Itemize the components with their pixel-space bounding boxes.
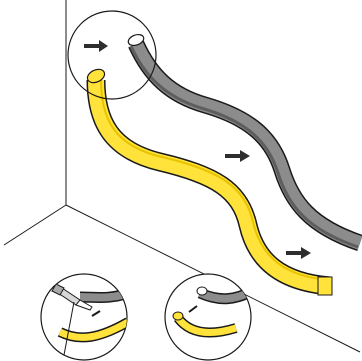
right-arrow-icon [84, 40, 108, 52]
gray-strip-piece-end [197, 287, 207, 295]
yellow-strip-tail [318, 277, 332, 295]
floor-edge-left [4, 205, 66, 245]
right-arrow-icon [286, 247, 311, 259]
detail-end-piece [165, 274, 254, 360]
detail-cutting [41, 274, 132, 360]
right-arrow-icon [225, 150, 250, 162]
yellow-strip-piece-end [173, 312, 183, 320]
